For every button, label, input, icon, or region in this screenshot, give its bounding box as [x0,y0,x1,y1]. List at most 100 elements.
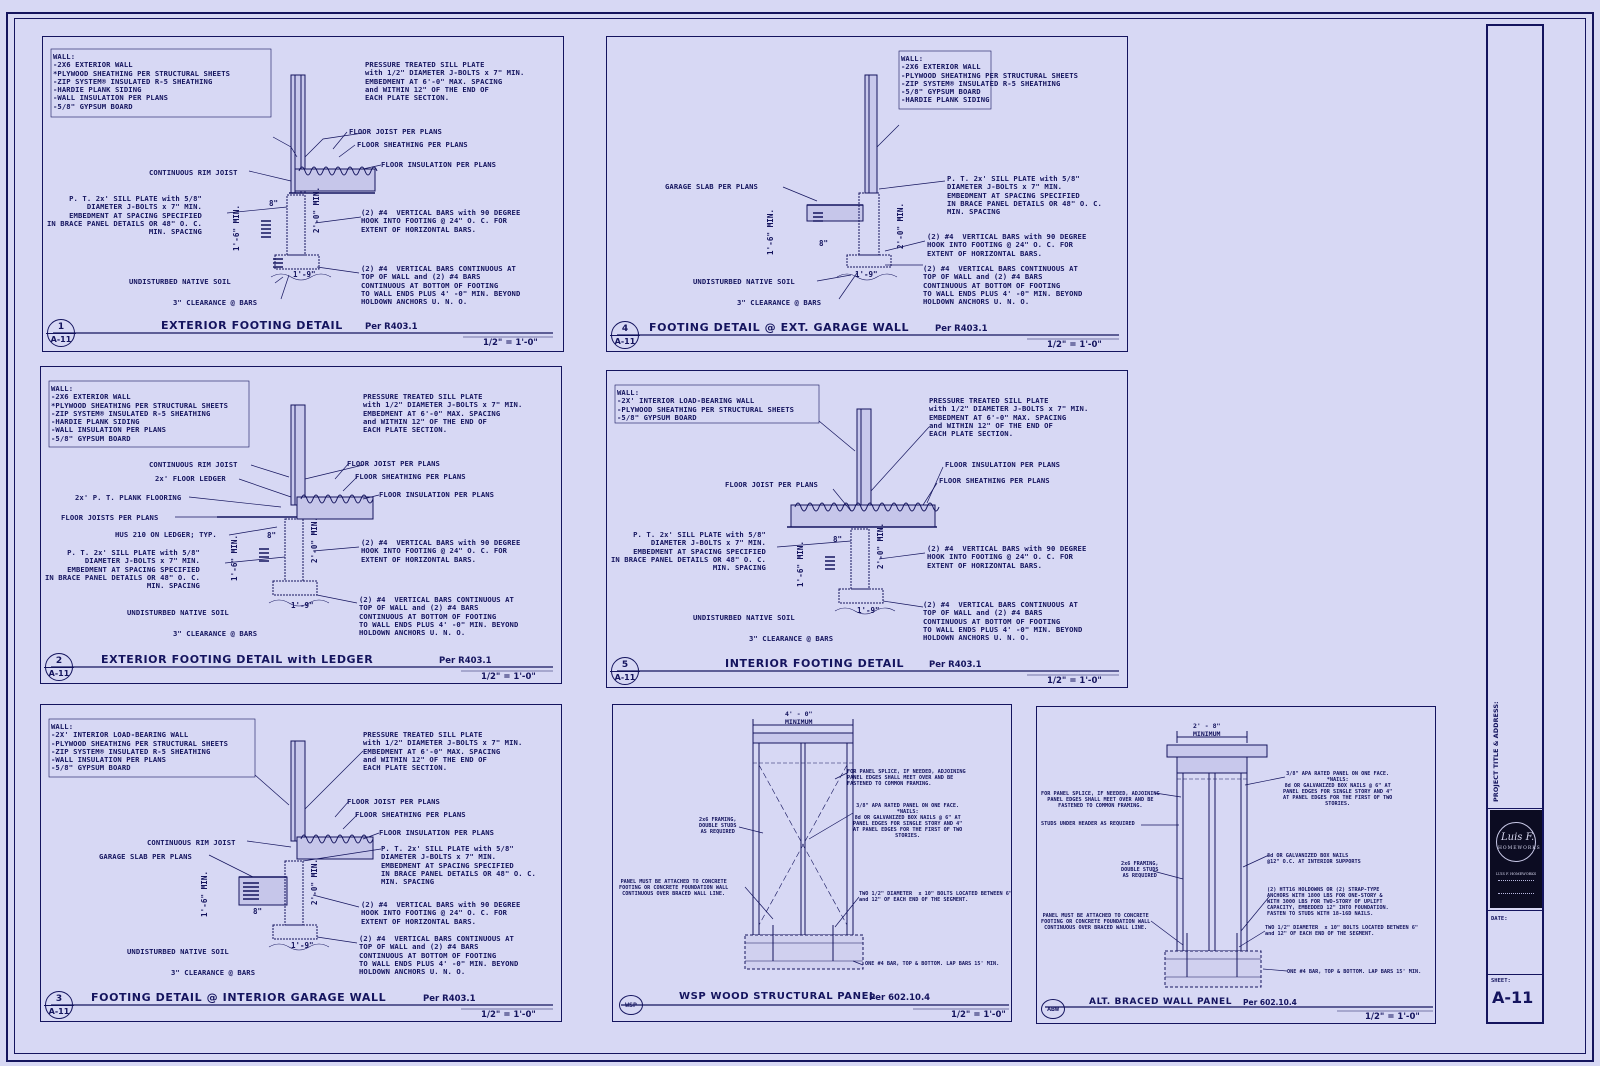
wsp-detail-panel: 4' - 0" MINIMUM FOR PANEL SPLICE, IF NEE… [612,704,1012,1022]
detail-2-vbars-note: (2) #4 VERTICAL BARS with 90 DEGREE HOOK… [361,538,521,564]
detail-5-hbars-note: (2) #4 VERTICAL BARS CONTINUOUS AT TOP O… [923,600,1083,643]
wsp-scale: 1/2" = 1'-0" [951,1010,1006,1020]
abw-bar-note: ONE #4 BAR, TOP & BOTTOM. LAP BARS 15' M… [1287,969,1422,975]
detail-1-title: EXTERIOR FOOTING DETAIL [161,319,343,332]
detail-4-vbars-note: (2) #4 VERTICAL BARS with 90 DEGREE HOOK… [927,232,1087,258]
detail-2-insulation-label: FLOOR INSULATION PER PLANS [379,490,495,499]
detail-3-hbars-note: (2) #4 VERTICAL BARS CONTINUOUS AT TOP O… [359,934,519,977]
abw-tag-bubble: ABW [1041,999,1065,1019]
detail-4-soil-label: UNDISTURBED NATIVE SOIL [693,277,795,286]
wsp-apa-note: 3/8" APA RATED PANEL ON ONE FACE. *NAILS… [853,803,963,839]
detail-2-sheathing-label: FLOOR SHEATHING PER PLANS [355,472,466,481]
detail-1-dim-19: 1'-9" [293,270,316,279]
detail-5-dim-19: 1'-9" [857,606,880,615]
detail-3-dim-19: 1'-9" [291,941,314,950]
detail-4-dim-8: 8" [819,239,829,248]
abw-apa-note: 3/8" APA RATED PANEL ON ONE FACE. *NAILS… [1283,771,1393,807]
detail-1-ref: Per R403.1 [365,322,418,332]
title-block: PROJECT TITLE & ADDRESS: Luis F. HOMEWOR… [1486,24,1544,1024]
detail-2-callout-bubble: 2 A-11 [44,653,74,681]
title-block-divider [1488,808,1542,809]
detail-2-scale: 1/2" = 1'-0" [481,672,536,682]
logo-tagline: HOMEWORKS [1498,846,1541,851]
project-title-label: PROJECT TITLE & ADDRESS: [1492,701,1500,802]
detail-4-pt-sill-note: P. T. 2x' SILL PLATE with 5/8" DIAMETER … [947,174,1102,217]
detail-2-dim-19: 1'-9" [291,601,314,610]
detail-3-clearance-label: 3" CLEARANCE @ BARS [171,968,256,977]
detail-3-dim-8: 8" [253,907,263,916]
abw-attach-note: PANEL MUST BE ATTACHED TO CONCRETE FOOTI… [1041,913,1151,931]
detail-1-insulation-label: FLOOR INSULATION PER PLANS [381,160,497,169]
detail-1-sheathing-label: FLOOR SHEATHING PER PLANS [357,140,468,149]
wsp-title: WSP WOOD STRUCTURAL PANEL [679,991,876,1002]
detail-4-ref: Per R403.1 [935,324,988,334]
detail-5-dim-8: 8" [833,535,843,544]
detail-5-scale: 1/2" = 1'-0" [1047,676,1102,686]
detail-4-scale: 1/2" = 1'-0" [1047,340,1102,350]
detail-3-joist-label: FLOOR JOIST PER PLANS [347,797,440,806]
wsp-splice-note: FOR PANEL SPLICE, IF NEEDED, ADJOINING P… [847,769,966,787]
detail-2-pt-sill-note: P. T. 2x' SILL PLATE with 5/8" DIAMETER … [45,548,200,591]
detail-3-panel: WALL: -2X' INTERIOR LOAD-BEARING WALL -P… [40,704,562,1022]
abw-title: ALT. BRACED WALL PANEL [1089,997,1233,1007]
wsp-framing-note: 2x6 FRAMING, DOUBLE STUDS AS REQUIRED [699,817,737,835]
detail-5-joist-label: FLOOR JOIST PER PLANS [725,480,818,489]
detail-2-hus-label: HUS 210 ON LEDGER; TYP. [115,530,217,539]
detail-2-wall-note: WALL: -2X6 EXTERIOR WALL *PLYWOOD SHEATH… [51,384,229,443]
sheet-label: SHEET: [1491,978,1511,984]
detail-1-vbars-note: (2) #4 VERTICAL BARS with 90 DEGREE HOOK… [361,208,521,234]
logo-name: LUIS F. HOMEWORKS [1496,872,1537,876]
detail-2-dim-8: 8" [267,531,277,540]
detail-3-drawing [48,718,553,1010]
detail-4-dim-16: 1'-6" MIN. [766,208,775,255]
detail-2-plank-label: 2x' P. T. PLANK FLOORING [75,493,182,502]
detail-2-ref: Per R403.1 [439,656,492,666]
detail-1-sill-note: PRESSURE TREATED SILL PLATE with 1/2" DI… [365,60,525,103]
detail-5-vbars-note: (2) #4 VERTICAL BARS with 90 DEGREE HOOK… [927,544,1087,570]
detail-3-ref: Per R403.1 [423,994,476,1004]
detail-4-clearance-label: 3" CLEARANCE @ BARS [737,298,822,307]
detail-3-soil-label: UNDISTURBED NATIVE SOIL [127,947,229,956]
detail-3-pt-sill-note: P. T. 2x' SILL PLATE with 5/8" DIAMETER … [381,844,536,887]
detail-3-insulation-label: FLOOR INSULATION PER PLANS [379,828,495,837]
abw-holdowns-note: (2) HTT16 HOLDOWNS OR (2) STRAP-TYPE ANC… [1267,887,1389,917]
detail-1-wall-note: WALL: -2X6 EXTERIOR WALL *PLYWOOD SHEATH… [53,52,231,111]
abw-bolts-note: TWO 1/2" DIAMETER x 10" BOLTS LOCATED BE… [1265,925,1419,937]
detail-4-callout-bubble: 4 A-11 [610,321,640,349]
detail-2-clearance-label: 3" CLEARANCE @ BARS [173,629,258,638]
detail-5-soil-label: UNDISTURBED NATIVE SOIL [693,613,795,622]
detail-4-title: FOOTING DETAIL @ EXT. GARAGE WALL [649,321,910,334]
detail-1-callout-bubble: 1 A-11 [46,319,76,347]
detail-5-callout-bubble: 5 A-11 [610,657,640,685]
wsp-ref: Per 602.10.4 [869,993,931,1003]
abw-splice-note: FOR PANEL SPLICE, IF NEEDED, ADJOINING P… [1041,791,1160,809]
detail-5-title: INTERIOR FOOTING DETAIL [725,657,905,670]
detail-3-vbars-note: (2) #4 VERTICAL BARS with 90 DEGREE HOOK… [361,900,521,926]
detail-2-sill-note: PRESSURE TREATED SILL PLATE with 1/2" DI… [363,392,523,435]
detail-4-dim-19: 1'-9" [855,270,878,279]
detail-1-dim-16: 1'-6" MIN. [232,204,241,251]
detail-5-drawing [614,384,1119,676]
logo-ring [1496,822,1536,862]
detail-4-dim-20: 2'-0" MIN. [896,202,905,249]
detail-2-joists-label: FLOOR JOISTS PER PLANS [61,513,159,522]
detail-2-hbars-note: (2) #4 VERTICAL BARS CONTINUOUS AT TOP O… [359,595,519,638]
abw-ref: Per 602.10.4 [1243,998,1297,1007]
detail-1-hbars-note: (2) #4 VERTICAL BARS CONTINUOUS AT TOP O… [361,264,521,307]
detail-3-rim-label: CONTINUOUS RIM JOIST [147,838,236,847]
detail-4-hbars-note: (2) #4 VERTICAL BARS CONTINUOUS AT TOP O… [923,264,1083,307]
wsp-tag-bubble: WSP [619,995,643,1015]
detail-5-clearance-label: 3" CLEARANCE @ BARS [749,634,834,643]
detail-3-title: FOOTING DETAIL @ INTERIOR GARAGE WALL [91,991,387,1004]
abw-detail-panel: 2' - 8" MINIMUM FOR PANEL SPLICE, IF NEE… [1036,706,1436,1024]
logo-monogram: Luis F. [1501,832,1535,843]
detail-2-dim-16: 1'-6" MIN. [230,534,239,581]
detail-2-drawing [48,380,553,672]
wsp-attach-note: PANEL MUST BE ATTACHED TO CONCRETE FOOTI… [619,879,729,897]
abw-scale: 1/2" = 1'-0" [1365,1012,1420,1022]
detail-5-sheathing-label: FLOOR SHEATHING PER PLANS [939,476,1050,485]
detail-4-panel: WALL: -2X6 EXTERIOR WALL -PLYWOOD SHEATH… [606,36,1128,352]
detail-2-joist-label: FLOOR JOIST PER PLANS [347,459,440,468]
wsp-width-dim: 4' - 0" MINIMUM [785,710,813,726]
